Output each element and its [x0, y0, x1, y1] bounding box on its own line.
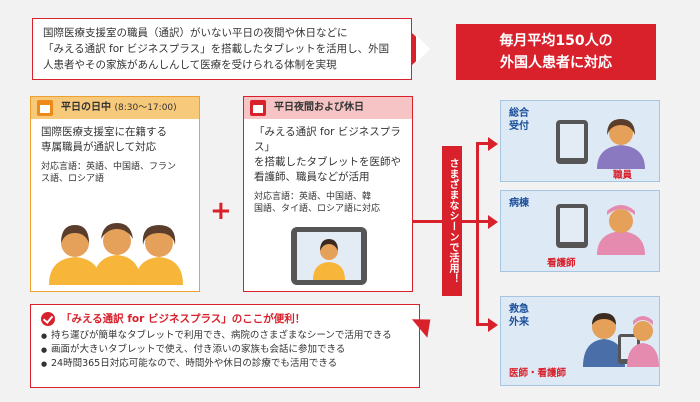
check-icon [41, 312, 55, 326]
arrow-to-reception [488, 137, 498, 151]
branch-top [476, 142, 490, 145]
weekday-card-header: 平日の日中 (8:30〜17:00) [31, 97, 199, 119]
scene-panel-ward: 病棟 看護師 [500, 190, 660, 272]
calendar-icon [250, 100, 266, 116]
night-title: 平日夜間および休日 [274, 102, 364, 113]
scene-place-line-1: 総合 [509, 108, 529, 119]
weekday-langs-line-2: ス語、ロシア語 [41, 174, 105, 184]
night-card-body: 「みえる通訳 for ビジネスプラス」 を搭載したタブレットを医師や 看護師、職… [244, 119, 412, 221]
benefit-item: 持ち運びが簡単なタブレットで利用でき、病院のさまざまなシーンで活用できる [41, 329, 409, 343]
intro-line-3: 人患者やその家族があんしんして医療を受けられる体制を実現 [43, 59, 337, 71]
benefits-box: 「みえる通訳 for ビジネスプラス」のここが便利！ 持ち運びが簡単なタブレット… [30, 304, 420, 388]
benefits-title: 「みえる通訳 for ビジネスプラス」のここが便利！ [61, 313, 306, 325]
night-languages: 対応言語：英語、中国語、韓 国語、タイ語、ロシア語に対応 [254, 191, 402, 215]
nurse-icon [597, 205, 645, 255]
weekday-hours: (8:30〜17:00) [114, 103, 177, 113]
scene-place-line-2: 外来 [509, 317, 529, 328]
tablet-icon [556, 204, 588, 248]
intro-line-1: 国際医療支援室の職員（通訳）がいない平日の夜間や休日などに [43, 27, 348, 39]
staff-person-icon [49, 225, 101, 285]
tablet-interpreter-icon [291, 227, 367, 285]
night-body-line-2: を搭載したタブレットを医師や [254, 156, 401, 168]
scene-place-line-1: 救急 [509, 304, 529, 315]
tablet-icon [556, 120, 588, 164]
staff-person-icon [93, 223, 141, 285]
scene-place-line-1: 病棟 [509, 198, 529, 209]
headline-line-1: 毎月平均150人の [499, 33, 613, 49]
scene-place: 救急 外来 [509, 303, 529, 329]
intro-arrow [416, 35, 430, 63]
intro-box: 国際医療支援室の職員（通訳）がいない平日の夜間や休日などに 「みえる通訳 for… [32, 18, 412, 80]
staff-person-icon [597, 119, 645, 169]
headline-box: 毎月平均150人の 外国人患者に対応 [456, 24, 656, 80]
weekday-body-line-1: 国際医療支援室に在籍する [41, 126, 167, 138]
arrow-to-emergency [488, 318, 498, 332]
benefit-item: 24時間365日対応可能なので、時間外や休日の診療でも活用できる [41, 357, 409, 371]
scene-place-line-2: 受付 [509, 121, 529, 132]
scene-place: 総合 受付 [509, 107, 529, 133]
weekday-body-line-2: 専属職員が通訳して対応 [41, 141, 157, 153]
scene-place: 病棟 [509, 197, 529, 210]
branch-trunk [462, 220, 478, 223]
doctor-icon [583, 313, 625, 367]
weekday-card: 平日の日中 (8:30〜17:00) 国際医療支援室に在籍する 専属職員が通訳し… [30, 96, 200, 292]
weekday-card-body: 国際医療支援室に在籍する 専属職員が通訳して対応 対応言語：英語、中国語、フラン… [31, 119, 199, 191]
scene-role: 看護師 [547, 258, 576, 269]
scene-role: 職員 [613, 170, 633, 181]
intro-line-2: 「みえる通訳 for ビジネスプラス」を搭載したタブレットを活用し、外国 [43, 43, 390, 55]
arrow-to-ward [488, 215, 498, 229]
benefits-header: 「みえる通訳 for ビジネスプラス」のここが便利！ [41, 311, 409, 327]
weekday-languages: 対応言語：英語、中国語、フラン ス語、ロシア語 [41, 161, 189, 185]
usage-banner: さまざまなシーンで活用！ [442, 146, 462, 296]
calendar-icon [37, 100, 53, 116]
branch-middle [476, 220, 490, 223]
plus-icon: + [210, 196, 232, 226]
night-card-header: 平日夜間および休日 [244, 97, 412, 119]
night-body-line-1: 「みえる通訳 for ビジネスプラス」 [254, 126, 401, 153]
nurse-icon [627, 316, 659, 367]
scene-role: 医師・看護師 [509, 368, 567, 379]
night-langs-line-1: 対応言語：英語、中国語、韓 [254, 192, 372, 202]
benefits-list: 持ち運びが簡単なタブレットで利用でき、病院のさまざまなシーンで活用できる 画面が… [41, 329, 409, 371]
night-holiday-card: 平日夜間および休日 「みえる通訳 for ビジネスプラス」 を搭載したタブレット… [243, 96, 413, 292]
scene-panel-emergency: 救急 外来 医師・看護師 [500, 296, 660, 386]
branch-bottom [476, 323, 490, 326]
weekday-title: 平日の日中 [61, 102, 111, 113]
headline-line-2: 外国人患者に対応 [500, 55, 612, 71]
connector-line [413, 220, 442, 223]
night-langs-line-2: 国語、タイ語、ロシア語に対応 [254, 204, 381, 214]
scene-panel-reception: 総合 受付 職員 [500, 100, 660, 182]
interpreter-staff-illustration [49, 223, 183, 285]
staff-person-icon [135, 225, 183, 285]
night-body-line-3: 看護師、職員などが活用 [254, 171, 370, 183]
weekday-langs-line-1: 対応言語：英語、中国語、フラン [41, 162, 177, 172]
branch-vertical [476, 142, 479, 326]
benefit-item: 画面が大きいタブレットで使え、付き添いの家族も会話に参加できる [41, 343, 409, 357]
